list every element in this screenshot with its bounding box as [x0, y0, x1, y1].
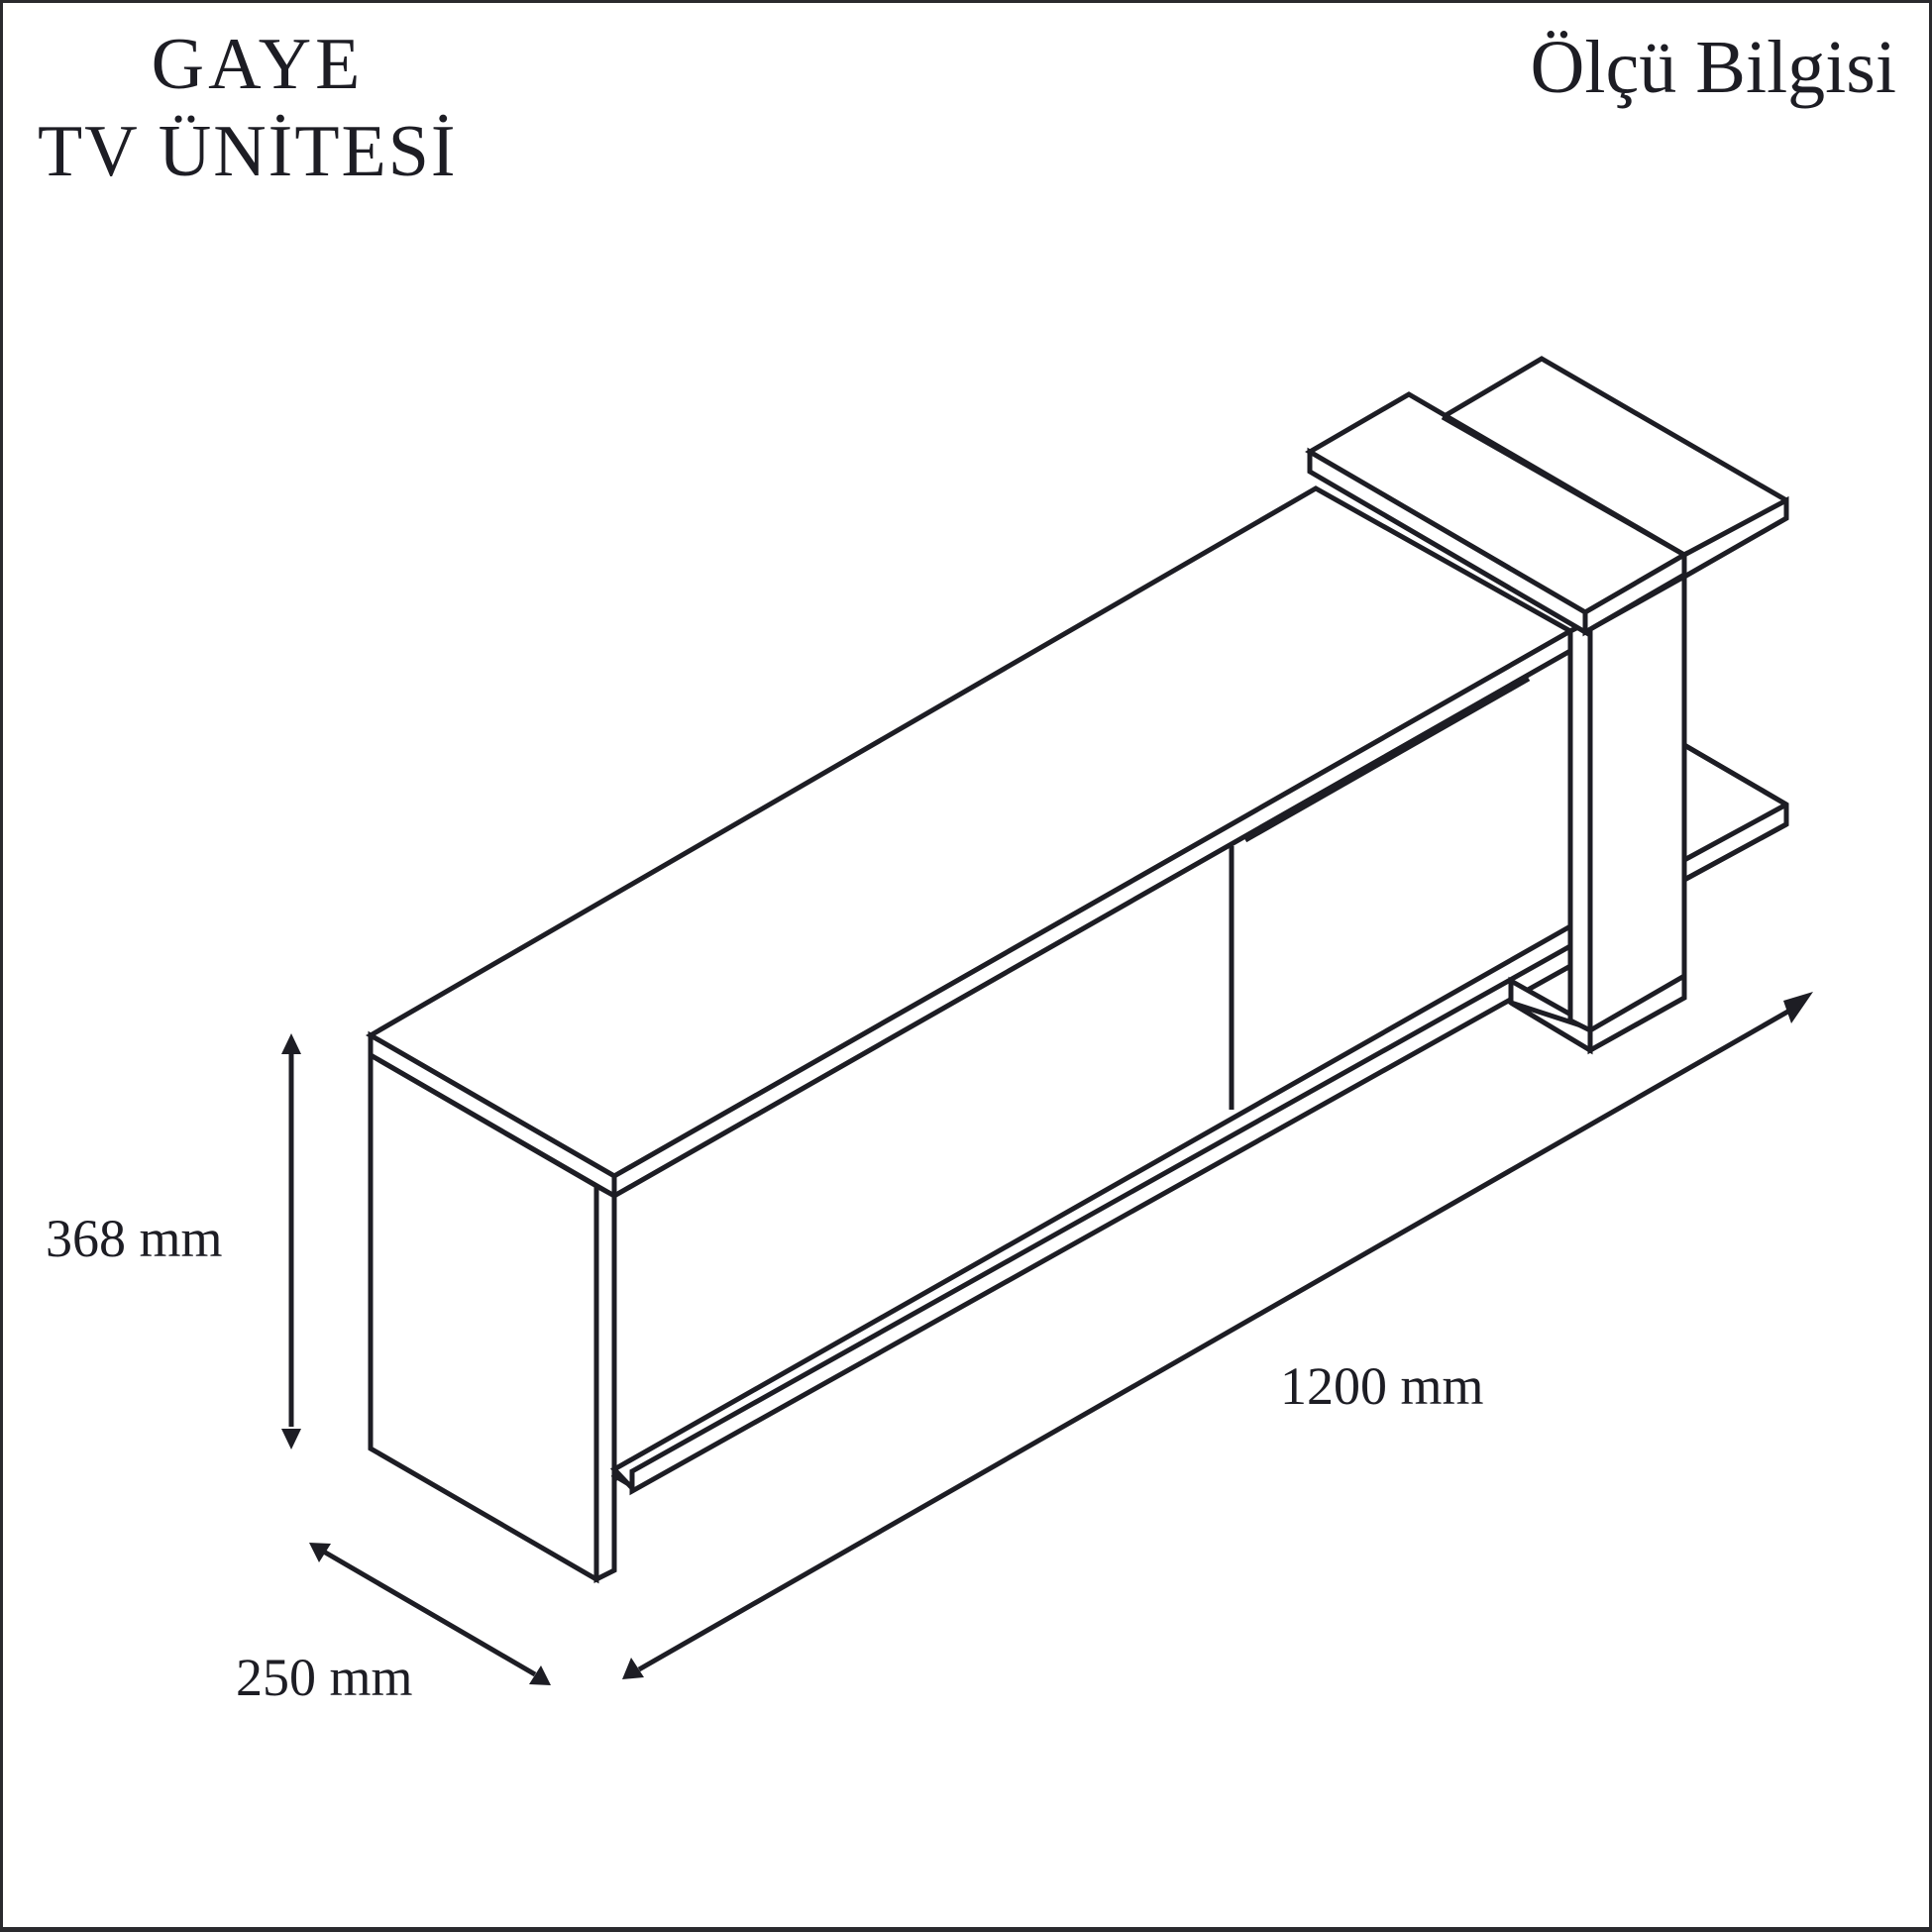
sheet-title: Ölçü Bilgisi [1530, 26, 1896, 109]
width-dimension-label: 1200 mm [1280, 1356, 1484, 1416]
upper-tower-shelf [1305, 391, 1789, 637]
left-panel-front-edge [593, 1181, 617, 1584]
lower-side-shelf [1681, 740, 1789, 885]
product-type: TV ÜNİTESİ [38, 111, 458, 192]
width-dimension-arrow [622, 992, 1813, 1679]
height-dimension-arrow [281, 1033, 301, 1449]
depth-dimension-arrow [309, 1543, 551, 1685]
product-name: GAYE [151, 24, 365, 105]
tower-column [1567, 572, 1687, 1055]
height-dimension-label: 368 mm [46, 1209, 223, 1268]
depth-dimension-label: 250 mm [236, 1648, 413, 1707]
